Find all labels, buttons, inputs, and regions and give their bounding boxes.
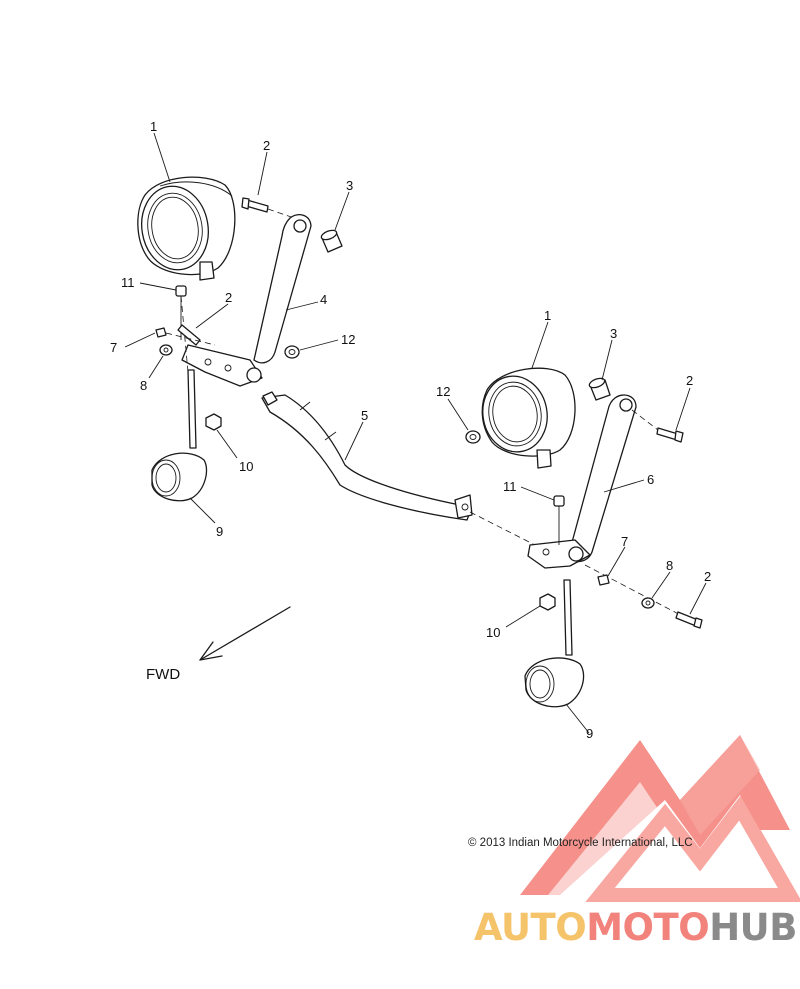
axis-line [267,208,301,221]
label-part-7-left: 7 [110,340,117,355]
headlamp-right [481,367,576,469]
leader-lines [124,132,707,734]
label-part-10-right: 10 [486,625,500,640]
label-part-1-left: 1 [150,119,157,134]
label-part-11-left: 11 [121,275,135,290]
copyright-notice: © 2013 Indian Motorcycle International, … [468,837,693,849]
fwd-arrow [199,606,291,661]
axis-line [180,295,189,373]
label-part-5: 5 [361,408,368,423]
bolt-2-mid-left [177,324,201,346]
bushing-3-right [588,377,611,401]
bolt-2-upper-left [241,197,269,213]
axis-line [631,409,659,431]
label-part-2-lower-right: 2 [704,569,711,584]
label-part-12-left: 12 [341,332,355,347]
label-part-4: 4 [320,292,327,307]
part-labels: 1 2 3 11 2 4 12 7 8 10 9 5 1 3 12 2 11 6… [110,119,711,741]
label-part-2-upper-left: 2 [263,138,270,153]
nut-10-left [205,413,222,431]
label-part-2-mid-left: 2 [225,290,232,305]
label-part-9-left: 9 [216,524,223,539]
label-part-9-right: 9 [586,726,593,741]
turn-signal-right [524,579,585,708]
label-part-3-right: 3 [610,326,617,341]
washer-8-left [159,344,173,356]
label-part-12-right: 12 [436,384,450,399]
crossbar-5 [261,391,473,521]
bushing-3-left [320,229,343,253]
washer-8-right [641,597,655,609]
label-part-11-right: 11 [503,479,517,494]
bracket-arm-4 [181,214,312,387]
label-part-6: 6 [647,472,654,487]
axis-line [469,511,536,546]
label-part-10-left: 10 [239,459,253,474]
screw-11-right [553,495,565,545]
label-part-8-left: 8 [140,378,147,393]
watermark-hub: HUB [709,906,797,949]
watermark-logo [520,735,800,902]
watermark-text: AUTOMOTOHUB [474,906,797,949]
bracket-arm-6 [527,394,637,569]
label-part-7-right: 7 [621,534,628,549]
fwd-label: FWD [146,666,180,683]
watermark-moto: MOTO [586,906,709,949]
watermark-auto: AUTO [474,906,586,949]
grommet-12-right [465,430,481,444]
bolt-2-upper-right [656,427,684,443]
label-part-1-right: 1 [544,308,551,323]
screw-7-right [597,574,610,586]
label-part-8-right: 8 [666,558,673,573]
screw-7-left [155,327,216,346]
axis-line [584,564,691,621]
nut-10-right [539,593,556,611]
label-part-3-left: 3 [346,178,353,193]
bolt-2-lower-right [675,611,703,629]
grommet-12-left [284,345,300,359]
turn-signal-left [151,369,208,502]
label-part-2-upper-right: 2 [686,373,693,388]
headlamp-left [137,176,236,281]
